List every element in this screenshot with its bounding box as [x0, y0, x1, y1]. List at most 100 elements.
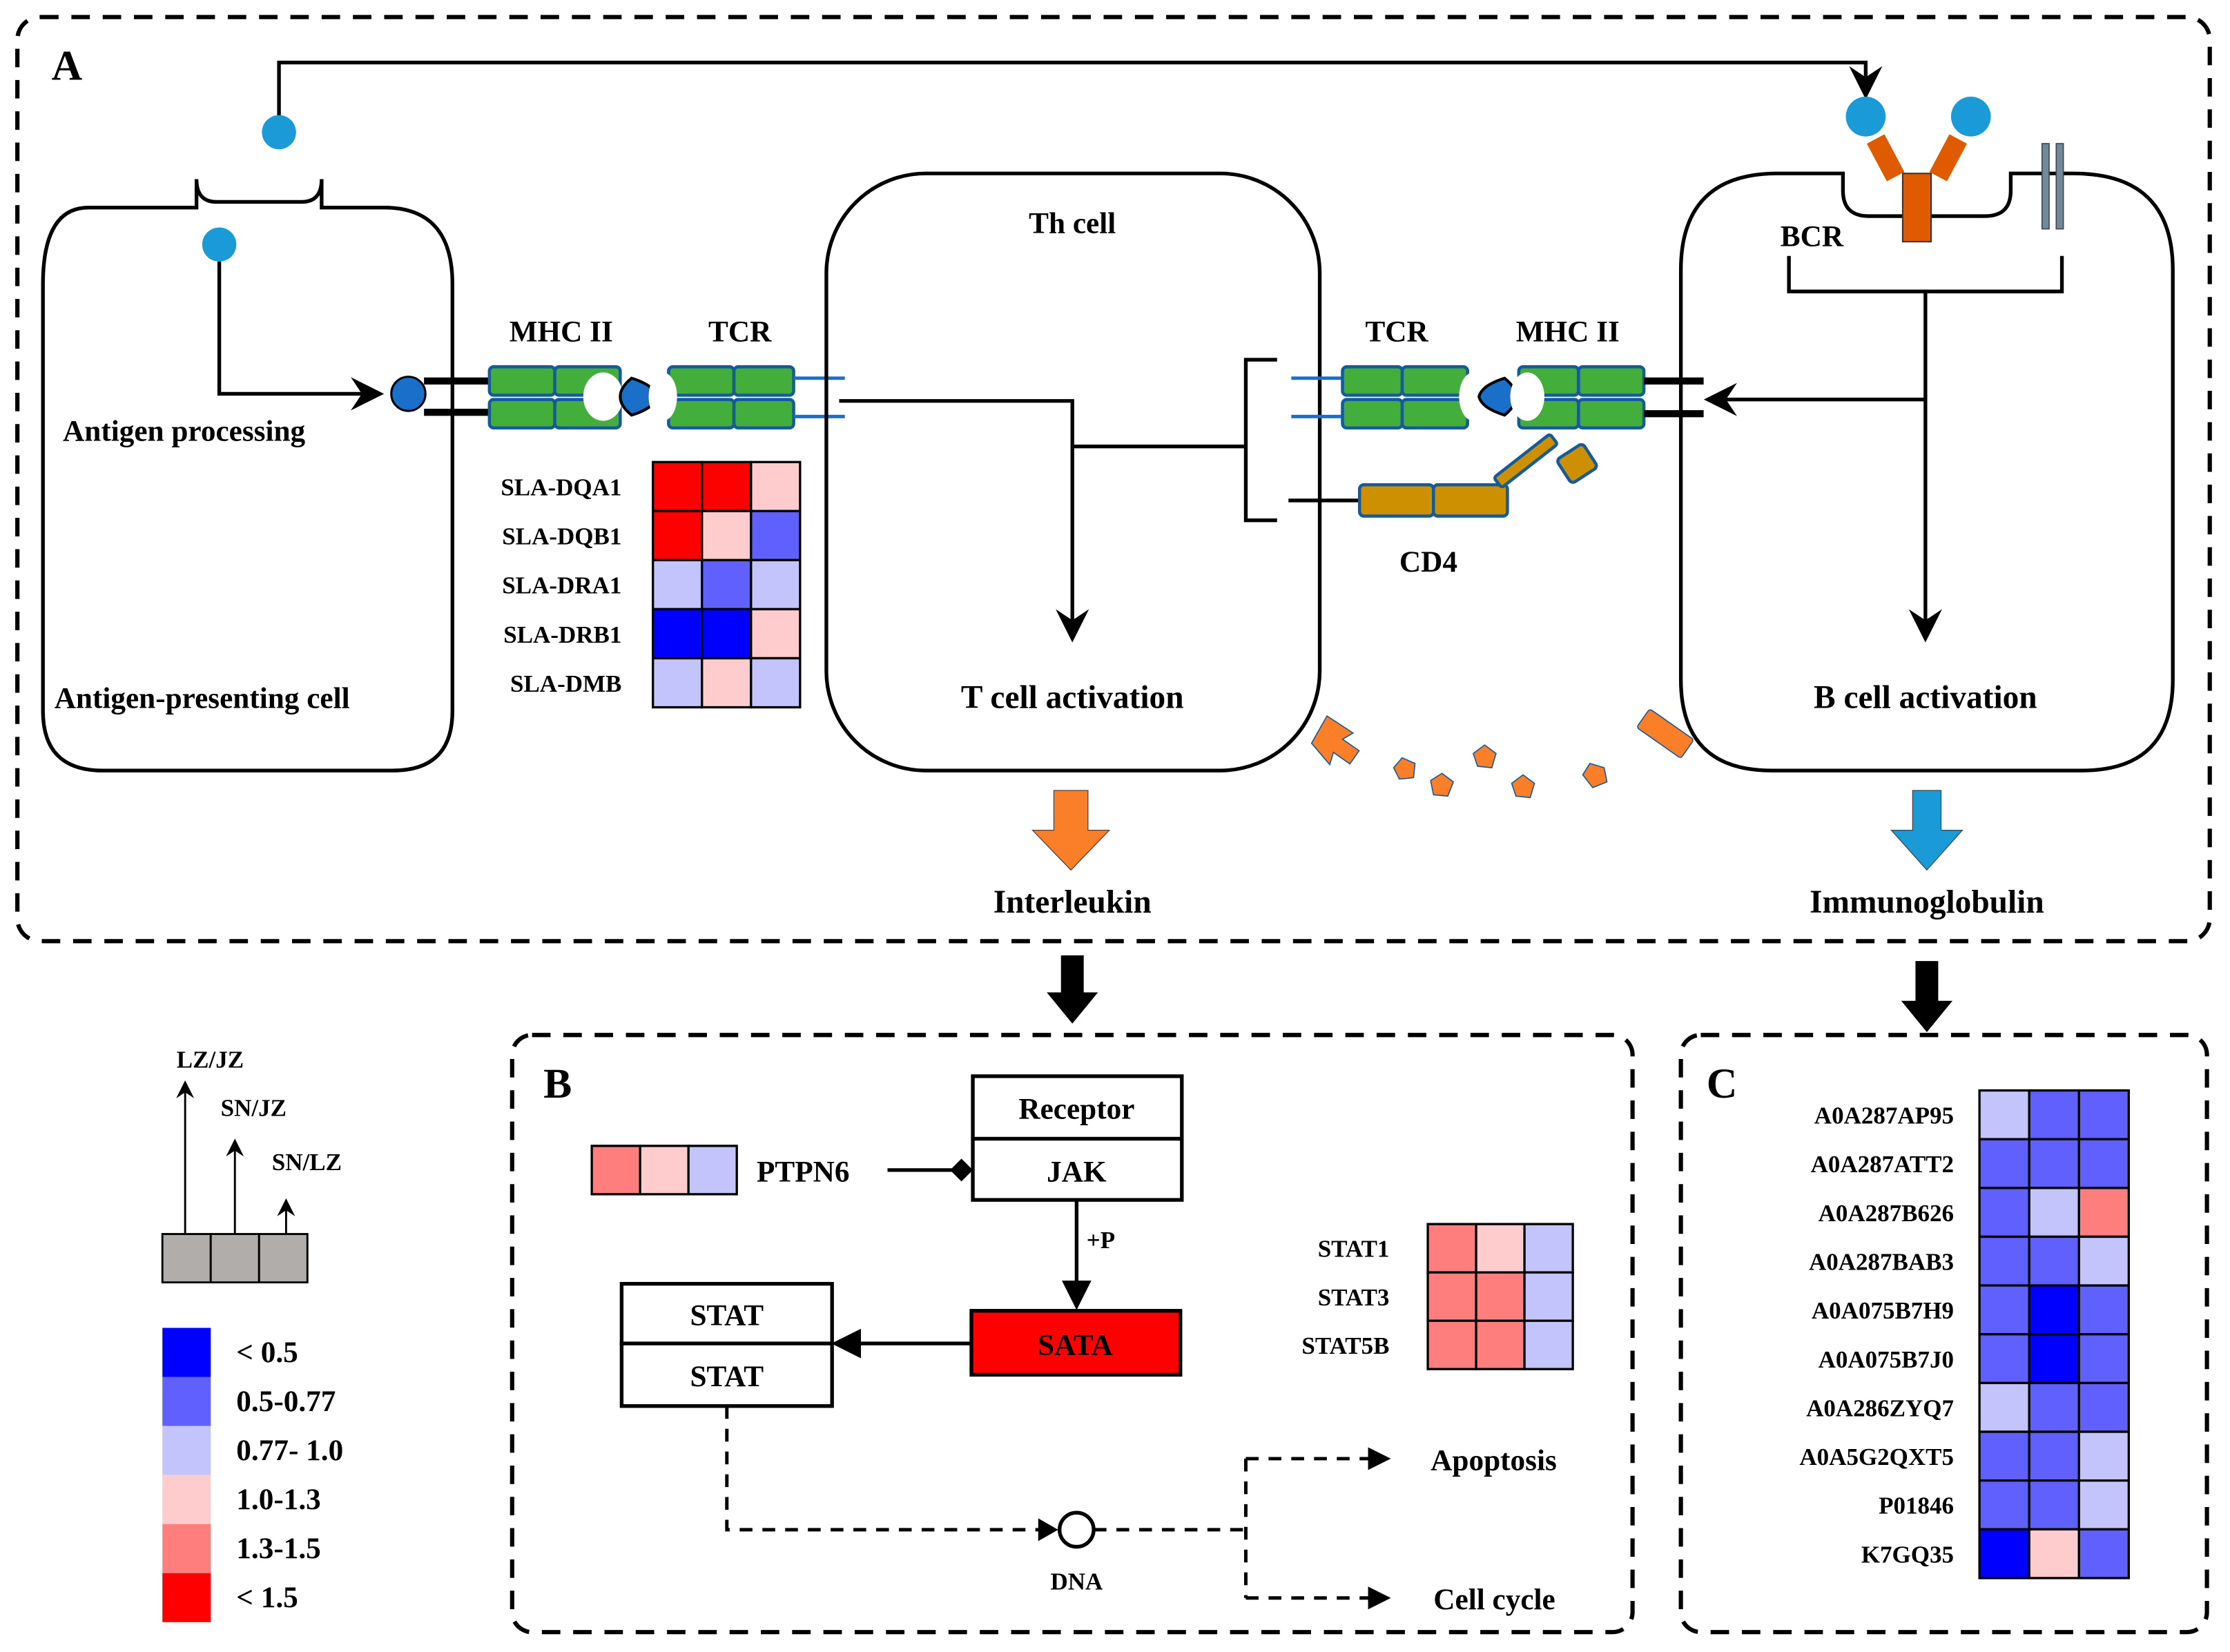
apoptosis-label: Apoptosis [1431, 1444, 1557, 1477]
legend-label: < 0.5 [236, 1336, 298, 1369]
heatmap-cell [652, 657, 704, 709]
ptpn6-label: PTPN6 [757, 1155, 850, 1188]
antigen-processing-arrow [217, 261, 385, 411]
heatmap-cell [2077, 1187, 2130, 1238]
tcr-signal-line [839, 399, 1089, 643]
heatmap-cell [1978, 1381, 2030, 1433]
sata-label: SATA [1038, 1329, 1113, 1362]
tcr-left [648, 365, 845, 430]
gene-label: A0A287ATT2 [1811, 1151, 1954, 1178]
gene-label: SLA-DQA1 [501, 474, 621, 501]
gene-label: SLA-DRB1 [503, 621, 621, 648]
heatmap-cell [1426, 1271, 1477, 1322]
heatmap-cell [2077, 1479, 2130, 1530]
cytokine-icon [1430, 772, 1455, 797]
heatmap-cell [701, 558, 753, 611]
mhc-ii-right [1510, 365, 1704, 430]
heatmap-cell [2077, 1089, 2130, 1140]
heatmap-cell [1978, 1528, 2030, 1580]
apc-cell [41, 179, 455, 772]
heatmap-cell [2028, 1381, 2080, 1433]
heatmap-cell [1978, 1138, 2030, 1189]
heatmap-cell [2077, 1381, 2130, 1433]
heatmap-cell [652, 558, 704, 611]
heatmap-cell [750, 460, 802, 512]
panel-c-border [1678, 1033, 2209, 1635]
gene-label: STAT1 [1318, 1236, 1390, 1263]
heatmap-cell [701, 460, 753, 512]
gene-label: A0A075B7J0 [1819, 1346, 1954, 1373]
heatmap-cell [1475, 1271, 1526, 1322]
bcr-bracket [1787, 255, 2064, 293]
apc-title: Antigen-presenting cell [55, 682, 350, 715]
gene-label: SLA-DQB1 [502, 523, 621, 550]
th-cell [824, 171, 1322, 772]
legend-label: 1.0-1.3 [236, 1483, 320, 1516]
jak-label: JAK [1047, 1155, 1107, 1188]
heatmap-cell [687, 1145, 738, 1196]
bcr-receptor [1845, 97, 1991, 243]
heatmap-cell [639, 1145, 690, 1196]
immunoglobulin-arrow-icon [1890, 790, 1964, 871]
dna-icon [1058, 1510, 1096, 1549]
heatmap-cell [2028, 1528, 2080, 1580]
heatmap-cell [2028, 1187, 2080, 1238]
inhibition-diamond-icon [950, 1158, 973, 1182]
mhc-ii-left-label: MHC II [510, 315, 613, 348]
legend-swatch [162, 1426, 211, 1475]
panel-a-border [15, 14, 2212, 944]
presented-peptide-icon [390, 376, 427, 412]
heatmap-cell [1978, 1089, 2030, 1140]
internal-antigen-icon [202, 227, 237, 262]
legend-label: < 1.5 [236, 1581, 298, 1614]
heatmap-cell [652, 509, 704, 562]
antigen-route-line [277, 60, 1883, 128]
heatmap-cell [1978, 1479, 2030, 1530]
heatmap-cell [701, 657, 753, 709]
antigen-processing-label: Antigen processing [63, 414, 305, 447]
heatmap-cell [1523, 1319, 1574, 1370]
panel-b-letter: B [543, 1060, 572, 1107]
legend-swatch [162, 1475, 211, 1524]
heatmap-cell [1475, 1319, 1526, 1370]
mhc-ii-right-label: MHC II [1516, 315, 1620, 348]
heatmap-cell [750, 608, 802, 660]
panel-a-to-c-arrow-icon [1901, 961, 1952, 1033]
heatmap-cell [1426, 1223, 1477, 1274]
dna-arrowhead-icon [1038, 1518, 1058, 1542]
peptide-left-icon [619, 376, 659, 417]
comparison-label: SN/JZ [221, 1095, 287, 1122]
heatmap-cell [2077, 1430, 2130, 1482]
legend-label: 0.5-0.77 [236, 1385, 336, 1418]
heatmap-cell [701, 608, 753, 660]
antigen-icon [262, 115, 296, 150]
heatmap-cell [750, 657, 802, 709]
panel-a-to-b-arrow-icon [1047, 955, 1098, 1024]
heatmap-cell [2028, 1138, 2080, 1189]
heatmap-cell [750, 509, 802, 562]
cd4-label: CD4 [1399, 545, 1457, 579]
heatmap-cell [652, 460, 704, 512]
heatmap-cell [2077, 1284, 2130, 1336]
tcr-right-label: TCR [1365, 315, 1428, 348]
gene-label: A0A287B626 [1819, 1200, 1954, 1227]
cd4-molecule [1288, 433, 1598, 518]
cytokine-icon [1511, 774, 1535, 799]
interleukin-label: Interleukin [993, 884, 1152, 920]
immunoglobulin-label: Immunoglobulin [1810, 884, 2044, 920]
legend-swatch [162, 1377, 211, 1426]
gene-label: A0A286ZYQ7 [1806, 1395, 1954, 1421]
panel-b-border [510, 1033, 1635, 1635]
heatmap-cell [1978, 1187, 2030, 1238]
heatmap-cell [2028, 1333, 2080, 1385]
gene-label: P01846 [1879, 1493, 1954, 1519]
gene-label: K7GQ35 [1861, 1541, 1954, 1568]
cytokines [1310, 709, 1694, 799]
heatmap-cell [2028, 1089, 2080, 1140]
cytokine-icon [1472, 744, 1497, 768]
stat-to-dna-line [725, 1406, 1050, 1532]
stat-top-label: STAT [690, 1299, 764, 1332]
gene-label: SLA-DMB [510, 670, 621, 697]
